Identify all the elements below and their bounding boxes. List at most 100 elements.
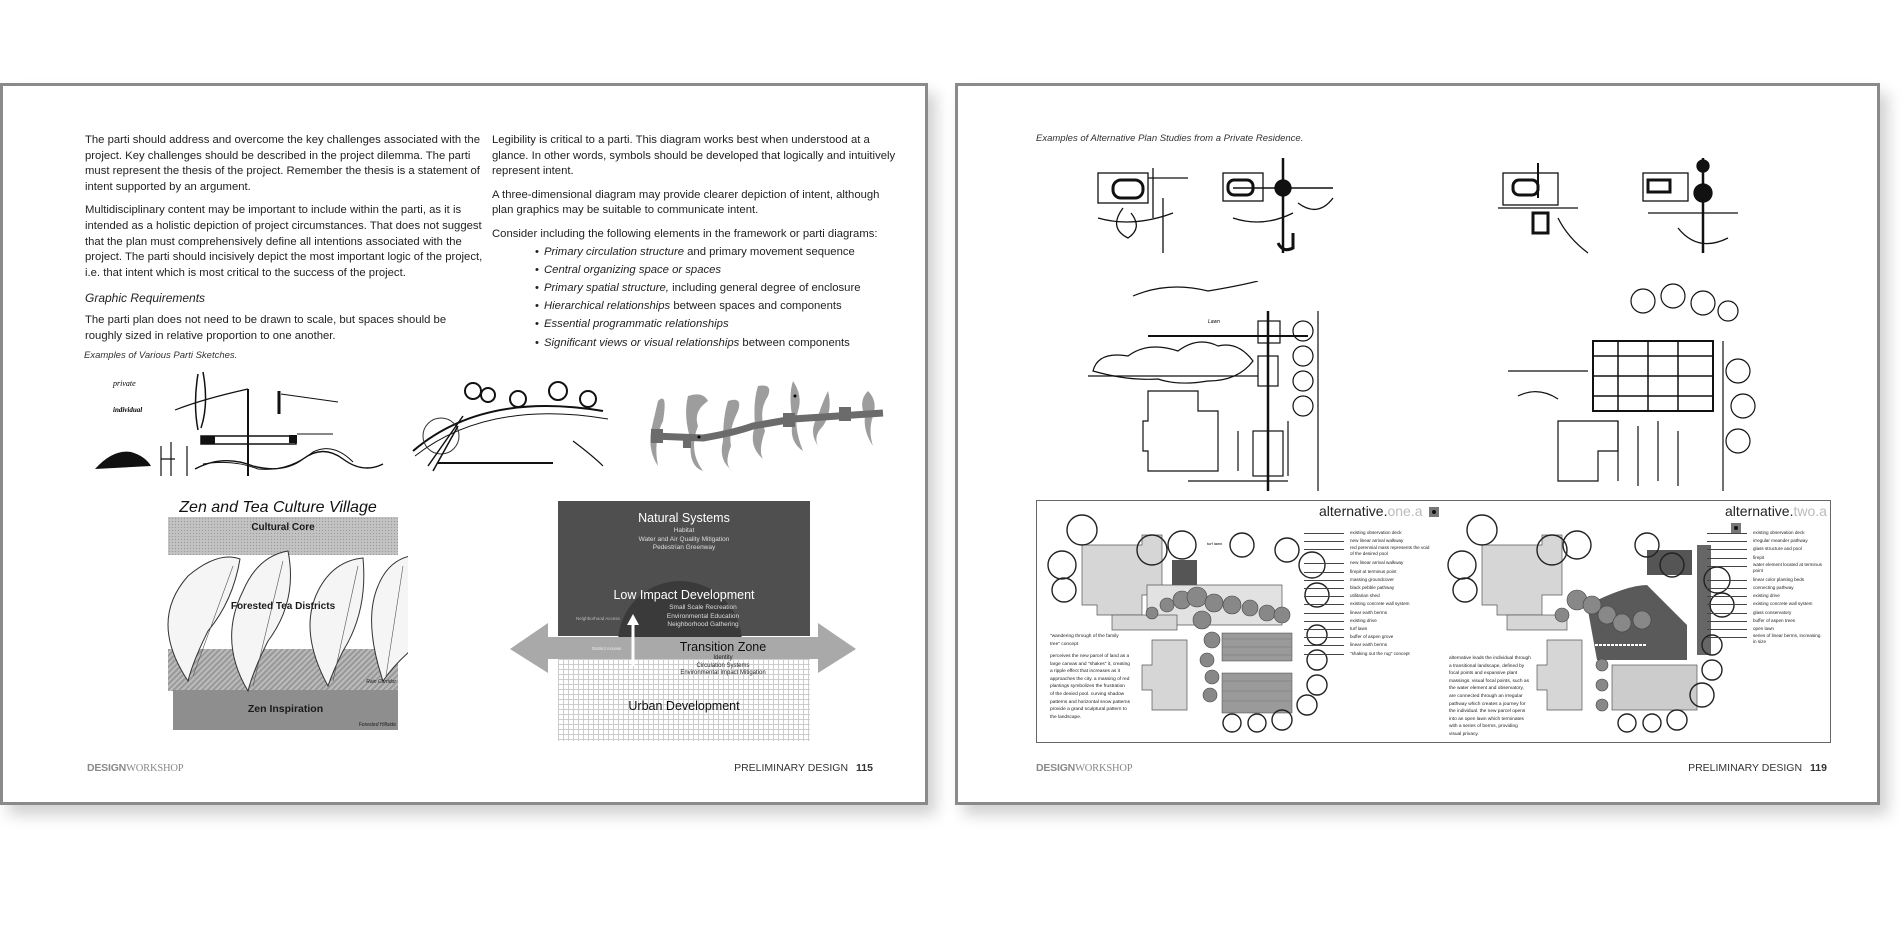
svg-text:individual: individual (113, 406, 142, 414)
legend-item: linear earth berms (1304, 641, 1440, 649)
alternatives-panel: turf lawn "wandering through of the fami… (1036, 500, 1831, 743)
zen-inspiration-label: Zen Inspiration (247, 703, 324, 715)
low-impact-title: Low Impact Development (613, 588, 755, 602)
alternative-one-legend: existing observation deck new linear arr… (1304, 529, 1440, 658)
page-115: The parti should address and overcome th… (0, 83, 928, 805)
district-access-label: District Access (592, 646, 622, 651)
legend-item: glass conservatory (1707, 609, 1831, 617)
alternative-one-title: alternative.one.a (1319, 503, 1439, 519)
legend-item: linear color planting beds (1707, 576, 1831, 584)
plan-sketch-small-pair-b (1498, 158, 1748, 258)
legend-item: linear earth berms (1304, 609, 1440, 617)
legend-item: existing drive (1304, 617, 1440, 625)
paragraph-consider: Consider including the following element… (492, 227, 878, 240)
transition-zone-items: Identity Circulation Systems Environment… (680, 655, 766, 676)
sketches-caption: Examples of Various Parti Sketches. (84, 350, 238, 361)
page-footer: PRELIMINARY DESIGN 115 (734, 762, 873, 774)
legend-item: turf lawn (1304, 625, 1440, 633)
cultural-core-label: Cultural Core (251, 522, 315, 533)
rain-corridor-band (168, 649, 398, 691)
legend-item: firepit at terminus point (1304, 568, 1440, 576)
compass-badge-icon (1428, 507, 1439, 518)
plan-sketch-large-a: Lawn (1088, 280, 1358, 496)
parti-sketch-spine (643, 371, 893, 491)
list-item: Hierarchical relationships between space… (535, 299, 897, 315)
paragraph-scale: The parti plan does not need to be drawn… (85, 313, 447, 342)
legend-item: new linear arrival walkway (1304, 559, 1440, 567)
paragraph-three-dimensional: A three-dimensional diagram may provide … (492, 188, 880, 217)
forested-tea-districts-label: Forested Tea Districts (230, 601, 336, 612)
urban-development-title: Urban Development (628, 699, 740, 713)
legend-item: buffer of aspen trees (1707, 617, 1831, 625)
zen-diagram-title: Zen and Tea Culture Village (179, 499, 377, 516)
cultural-core-band (168, 517, 398, 555)
page-number: 115 (856, 762, 873, 774)
parti-sketch-arc (403, 371, 613, 476)
list-item: Significant views or visual relationship… (535, 336, 897, 352)
page-119: Examples of Alternative Plan Studies fro… (955, 83, 1880, 805)
list-item: Central organizing space or spaces (535, 263, 897, 279)
legend-item: series of linear berms, increasing in si… (1707, 633, 1825, 645)
right-column-text: Legibility is critical to a parti. This … (492, 133, 897, 354)
alternative-two-legend: existing observation deck irregular mean… (1707, 529, 1831, 645)
parti-sketch-lines: private individual (83, 364, 393, 476)
paragraph-legibility: Legibility is critical to a parti. This … (492, 134, 896, 178)
legend-item: irregular meander pathway (1707, 537, 1831, 545)
legend-item: "shaking out the rug" concept (1304, 650, 1440, 658)
zen-inspiration-band (173, 690, 398, 730)
design-workshop-logo: DESIGNWORKSHOP (87, 762, 184, 774)
section-name: PRELIMINARY DESIGN (734, 762, 849, 774)
paragraph-parti-challenges: The parti should address and overcome th… (85, 134, 480, 193)
legend-item: massing groundcover (1304, 576, 1440, 584)
alternative-one-plan: turf lawn "wandering through of the fami… (1042, 505, 1347, 737)
legend-item: existing observation deck (1707, 529, 1831, 537)
design-workshop-logo: DESIGNWORKSHOP (1036, 762, 1133, 774)
alt-one-description: perceives the new parcel of land as a la… (1050, 654, 1130, 720)
zen-tea-village-diagram: Zen and Tea Culture Village Cultural Cor… (148, 499, 408, 736)
neighborhood-access-label: Neighborhood Access (576, 616, 620, 621)
list-item: Primary spatial structure, including gen… (535, 281, 897, 297)
plan-sketch-large-b (1498, 281, 1768, 496)
legend-item: red perennial mass represents the void o… (1304, 545, 1430, 557)
legend-item: utilitarian shed (1304, 592, 1440, 600)
forested-hillside-label: Forested Hillside (358, 722, 396, 728)
svg-text:private: private (112, 379, 136, 388)
urban-development-zone (558, 649, 810, 741)
plan-studies-caption: Examples of Alternative Plan Studies fro… (1036, 133, 1304, 144)
natural-systems-title: Natural Systems (638, 511, 730, 525)
left-column-text: The parti should address and overcome th… (85, 133, 485, 352)
svg-text:turf lawn: turf lawn (1207, 541, 1222, 546)
plan-sketch-small-pair-a (1093, 158, 1338, 258)
list-item: Essential programmatic relationships (535, 317, 897, 333)
natural-systems-items: Habitat Water and Air Quality Mitigation… (638, 527, 730, 551)
svg-text:Lawn: Lawn (1208, 319, 1220, 325)
transition-zone-title: Transition Zone (679, 640, 767, 654)
subheading-graphic-requirements: Graphic Requirements (85, 291, 206, 306)
page-footer: PRELIMINARY DESIGN 119 (1688, 762, 1827, 774)
legend-item: black pebble pathway (1304, 584, 1440, 592)
alternative-two-title: alternative.two.a (1725, 503, 1830, 535)
legend-item: connecting pathway (1707, 584, 1831, 592)
rain-corridor-label: Rain Corridor (366, 679, 396, 685)
alt-two-description: alternative leads the individual through… (1449, 656, 1531, 737)
compass-badge-icon (1731, 523, 1741, 534)
paragraph-multidisciplinary: Multidisciplinary content may be importa… (85, 204, 483, 279)
section-name: PRELIMINARY DESIGN (1688, 762, 1803, 774)
legend-item: existing concrete wall system (1707, 600, 1831, 608)
legend-item: firepit (1707, 554, 1831, 562)
legend-item: buffer of aspen grove (1304, 633, 1440, 641)
legend-item: open lawn (1707, 625, 1831, 633)
legend-item: existing concrete wall system (1304, 600, 1440, 608)
legend-item: new linear arrival walkway (1304, 537, 1440, 545)
alt-one-concept-note: "wandering through of the family tree" c… (1050, 634, 1119, 647)
legend-item: existing drive (1707, 592, 1831, 600)
legend-item: existing observation deck (1304, 529, 1440, 537)
low-impact-items: Small Scale Recreation Environmental Edu… (666, 604, 740, 628)
legend-item: glass structure and pool (1707, 545, 1831, 553)
list-item: Primary circulation structure and primar… (535, 245, 897, 261)
alternative-two-plan: alternative leads the individual through… (1447, 505, 1747, 737)
page-number: 119 (1810, 762, 1827, 774)
legend-item: water element located at terminus point (1707, 562, 1825, 574)
elements-list: Primary circulation structure and primar… (492, 245, 897, 352)
land-use-zone-diagram: Natural Systems Habitat Water and Air Qu… (508, 501, 858, 746)
